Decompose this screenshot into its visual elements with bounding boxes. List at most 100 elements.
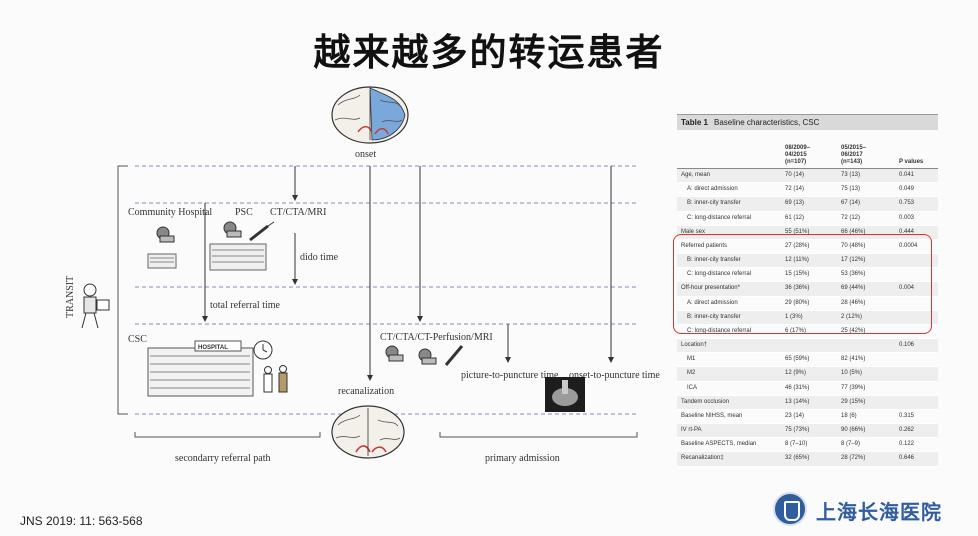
row-value-period-1: 69 (13)	[785, 200, 805, 207]
row-value-period-1: 15 (15%)	[785, 271, 810, 278]
row-p-value	[899, 367, 938, 380]
row-value-period-1: 55 (51%)	[785, 228, 810, 235]
dido-time-label: dido time	[300, 252, 339, 263]
table-caption-text: Baseline characteristics, CSC	[713, 118, 820, 127]
row-value-period-1: 8 (7–10)	[785, 441, 808, 448]
row-value-period-1: 61 (12)	[785, 214, 805, 221]
row-label: B: inner-city transfer	[687, 200, 741, 207]
row-value-period-2: 28 (46%)	[841, 299, 866, 306]
row-value-period-1: 75 (73%)	[785, 427, 810, 434]
citation: JNS 2019: 11: 563-568	[20, 514, 143, 528]
row-label: Referred patients	[681, 242, 728, 249]
scanner-icon	[156, 226, 175, 243]
table-row: Recanalization‡32 (65%)28 (72%)0.646	[677, 452, 938, 467]
row-p-value: 0.049	[899, 186, 915, 193]
header-col-2: 05/2015–06/2017(n=143)	[841, 145, 867, 165]
row-label: IV rt-PA	[681, 427, 702, 434]
row-label: Age, mean	[681, 172, 711, 178]
row-p-value: 0.122	[899, 441, 915, 448]
row-p-value: 0.444	[899, 228, 915, 235]
row-p-value: 0.003	[899, 214, 915, 221]
logo-text: 上海长海医院	[816, 500, 942, 524]
row-p-value	[899, 353, 938, 366]
row-value-period-2: 2 (12%)	[841, 313, 863, 320]
hospital-seal-icon	[773, 492, 807, 526]
row-value-period-1: 13 (14%)	[785, 398, 810, 405]
row-value-period-1: 12 (9%)	[785, 370, 807, 377]
angiogram-image	[545, 377, 585, 412]
row-p-value	[899, 396, 938, 409]
row-label: B: inner-city transfer	[687, 313, 741, 320]
row-value-period-2: 73 (13)	[841, 172, 861, 178]
row-value-period-1: 70 (14)	[785, 172, 805, 178]
row-value-period-1: 72 (14)	[785, 186, 805, 193]
table-row: C: long-distance referral 61 (12) 72 (12) 0…	[677, 212, 938, 226]
row-value-period-2: 53 (36%)	[841, 271, 866, 278]
doctors-icon	[263, 365, 288, 393]
row-label: C: long-distance referral	[687, 271, 752, 278]
row-value-period-2: 72 (12)	[841, 214, 861, 221]
ct-cta-mri-label: CT/CTA/MRI	[270, 207, 326, 218]
hospital-psc-icon	[209, 243, 267, 271]
ct-perfusion-label: CT/CTA/CT-Perfusion/MRI	[380, 332, 493, 343]
row-value-period-1: 1 (3%)	[785, 313, 803, 320]
scanner-csc-icon	[385, 345, 437, 365]
row-value-period-2: 17 (12%)	[841, 257, 866, 264]
row-value-period-2: 25 (42%)	[841, 327, 866, 334]
primary-admission-label: primary admission	[485, 453, 560, 464]
syringe-icon	[249, 221, 275, 242]
row-label: C: long-distance referral	[687, 327, 752, 334]
table-row: B: inner-city transfer 1 (3%) 2 (12%)	[677, 310, 938, 325]
row-p-value: 0.0004	[899, 242, 918, 249]
brain-top-icon	[331, 86, 409, 144]
row-value-period-2: 69 (44%)	[841, 285, 866, 292]
community-hospital-label: Community Hospital	[128, 207, 212, 218]
row-p-value: 0.106	[899, 342, 915, 349]
row-label: Off-hour presentation*	[681, 285, 740, 292]
header-col-1: 08/2009–04/2015(n=107)	[785, 145, 811, 165]
row-value-period-1: 29 (80%)	[785, 299, 810, 306]
row-value-period-1: 65 (59%)	[785, 356, 810, 363]
row-value-period-1: 36 (36%)	[785, 285, 810, 292]
row-label: Baseline ASPECTS, median	[681, 441, 757, 448]
row-value-period-1: 23 (14)	[785, 412, 805, 419]
table-label: Table 1	[681, 118, 708, 127]
row-p-value: 0.315	[899, 412, 915, 419]
row-value-period-2: 18 (6)	[841, 412, 857, 419]
brain-bottom-icon	[331, 405, 405, 459]
table-caption: Table 1 Baseline characteristics, CSC	[677, 114, 938, 130]
row-label: A: direct admission	[687, 299, 738, 306]
total-referral-time-label: total referral time	[210, 300, 281, 311]
slide-title: 越来越多的转运患者	[313, 31, 665, 74]
row-value-period-2: 90 (66%)	[841, 427, 866, 434]
row-value-period-1: 27 (28%)	[785, 242, 810, 249]
row-value-period-1: 32 (65%)	[785, 455, 810, 462]
row-label: M2	[687, 370, 696, 377]
row-p-value: 0.646	[899, 455, 915, 462]
syringe-csc-icon	[444, 345, 464, 366]
row-p-value	[899, 268, 938, 281]
row-value-period-2: 28 (72%)	[841, 455, 866, 462]
secondary-referral-path-label: secondarry referral path	[175, 453, 271, 464]
hospital-sign: HOSPITAL	[198, 345, 228, 351]
row-value-period-2: 8 (7–9)	[841, 441, 861, 448]
table-header: 08/2009–04/2015(n=107) 05/2015–06/2017(n…	[677, 130, 938, 169]
csc-label: CSC	[128, 334, 147, 345]
table-row: Off-hour presentation* 36 (36%) 69 (44%) 0.…	[677, 282, 938, 297]
row-label: C: long-distance referral	[687, 214, 752, 221]
row-p-value: 0.004	[899, 285, 915, 292]
onset-label: onset	[355, 149, 376, 160]
row-p-value: 0.262	[899, 427, 915, 434]
baseline-table: Table 1 Baseline characteristics, CSC 08/…	[673, 114, 938, 467]
row-value-period-2	[841, 339, 899, 352]
row-value-period-2: 67 (14)	[841, 200, 861, 207]
row-value-period-2: 75 (13)	[841, 186, 861, 193]
